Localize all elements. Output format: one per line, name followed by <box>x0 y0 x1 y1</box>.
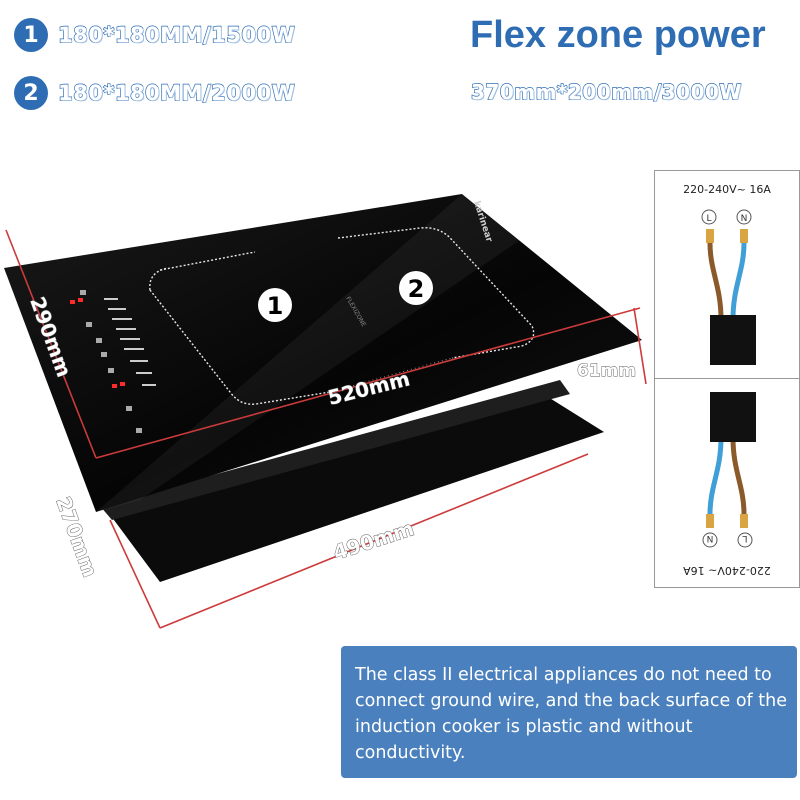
zone-1-badge: 1 <box>14 18 48 52</box>
flex-zone-title: Flex zone power <box>470 14 766 56</box>
voltage-label-flipped: 220-240V~ 16A <box>683 564 771 577</box>
neutral-terminal-label-flipped: N <box>707 533 714 543</box>
live-terminal-label: L <box>706 214 711 224</box>
voltage-label: 220-240V~ 16A <box>683 183 771 196</box>
zone-1-outline <box>149 251 331 405</box>
control-panel <box>70 290 156 433</box>
wiring-bottom: L N 220-240V~ 16A <box>655 379 799 586</box>
wiring-diagram: 220-240V~ 16A L N L N 220-240V~ 16A <box>654 170 800 588</box>
zone-1-spec-text: 180*180MM/1500W <box>57 22 296 47</box>
wiring-divider <box>655 378 799 379</box>
zone-1-number: 1 <box>267 292 284 320</box>
flex-zone-subtitle: 370mm*200mm/3000W <box>470 79 742 104</box>
zone-2-number: 2 <box>408 275 425 303</box>
class-ii-note-text: The class II electrical appliances do no… <box>355 665 787 763</box>
zone-2-badge: 2 <box>14 76 48 110</box>
wiring-bottom-drawing: L N 220-240V~ 16A <box>683 392 771 577</box>
zone-1-marker <box>258 288 292 322</box>
wiring-top: 220-240V~ 16A L N <box>655 171 799 378</box>
zone-2-spec: 2 180*180MM/2000W <box>14 76 295 110</box>
class-ii-note: The class II electrical appliances do no… <box>341 646 797 778</box>
zone-2-outline <box>337 227 535 359</box>
zone-1-spec: 1 180*180MM/1500W <box>14 18 295 52</box>
cooktop-bottom-housing <box>108 392 604 582</box>
live-terminal-label-flipped: L <box>742 533 747 543</box>
cooktop-glass-top <box>4 194 642 512</box>
height-label: 61mm <box>577 361 636 381</box>
neutral-terminal-label: N <box>741 214 748 224</box>
cutout-width-label: 490mm <box>330 516 417 565</box>
wiring-top-drawing: L N <box>701 209 756 365</box>
zone-2-spec-text: 180*180MM/2000W <box>57 80 296 105</box>
zone-2-marker <box>399 271 433 305</box>
dimension-lines <box>5 229 647 629</box>
